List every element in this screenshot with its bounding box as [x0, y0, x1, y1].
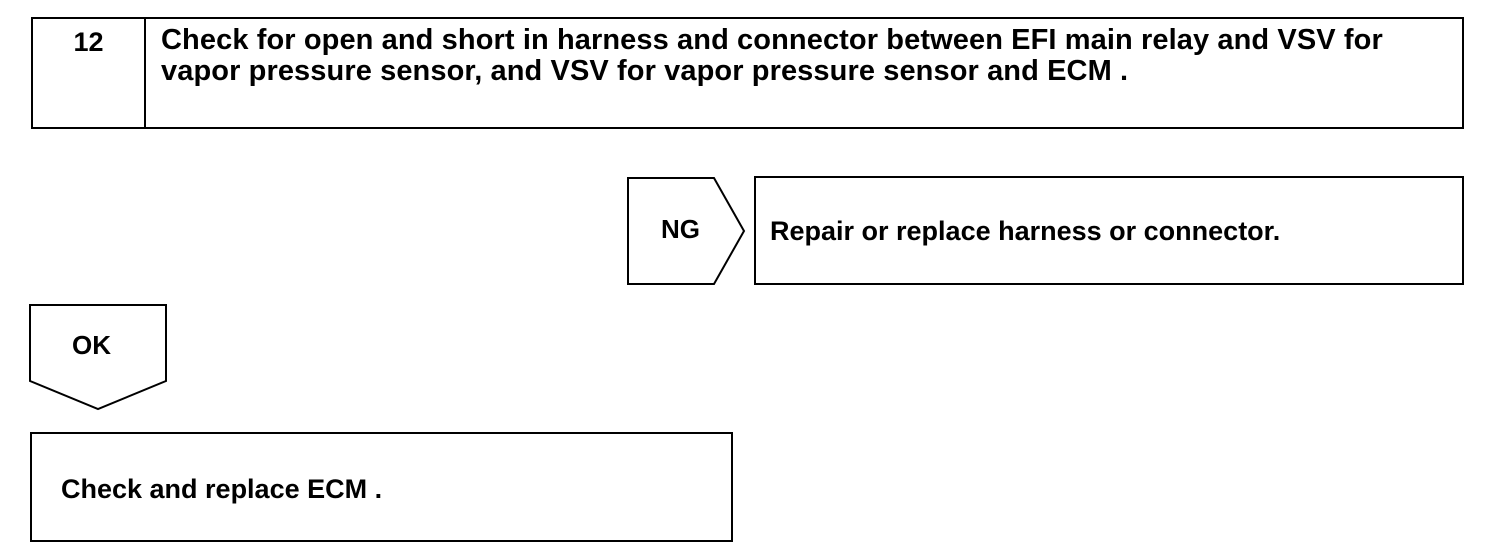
ok-arrow	[29, 304, 167, 411]
ng-label: NG	[661, 214, 700, 244]
step-number: 12	[33, 19, 146, 127]
step-title: Check for open and short in harness and …	[161, 24, 1383, 87]
ng-arrow	[627, 177, 746, 285]
ng-action-text: Repair or replace harness or connector.	[770, 216, 1281, 246]
ng-action-box: Repair or replace harness or connector.	[754, 176, 1464, 285]
ok-label: OK	[72, 330, 111, 360]
step-box: 12 Check for open and short in harness a…	[31, 17, 1464, 129]
ok-arrow-shape	[29, 304, 167, 411]
ok-action-box: Check and replace ECM .	[30, 432, 733, 542]
ng-arrow-shape	[627, 177, 746, 285]
ok-action-text: Check and replace ECM .	[61, 474, 383, 504]
